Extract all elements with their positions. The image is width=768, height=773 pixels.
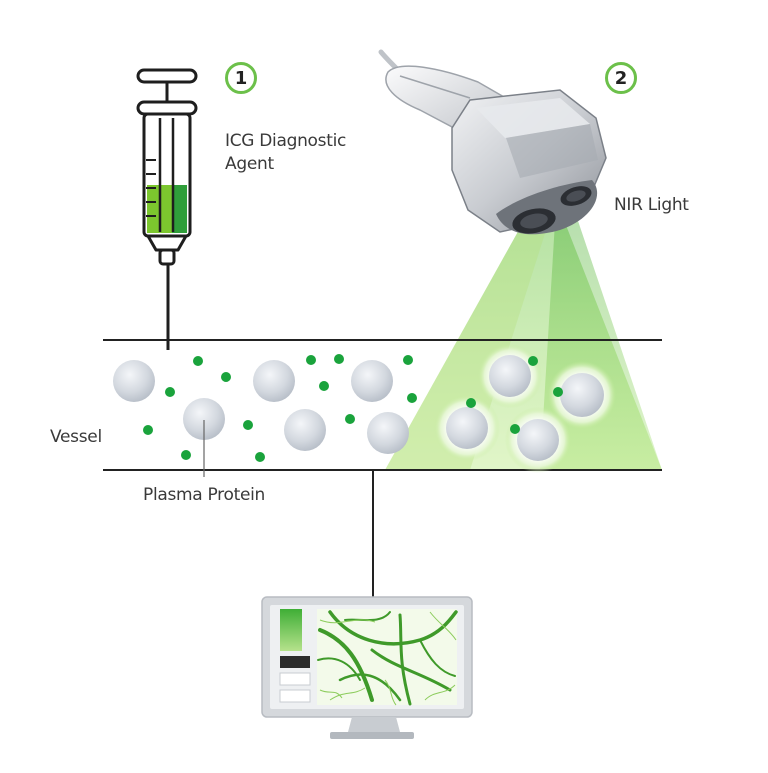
fluorescent-proteins (434, 344, 616, 473)
icg-agent-label-line1: ICG Diagnostic (225, 131, 347, 151)
step-2-badge: 2 (605, 62, 637, 94)
syringe-icon (136, 68, 198, 350)
icg-agent-label-line2: Agent (225, 154, 274, 174)
plasma-proteins (113, 360, 409, 454)
monitor-icon (261, 596, 473, 739)
nir-light-label: NIR Light (614, 195, 689, 215)
nir-camera-icon (378, 49, 607, 235)
plasma-protein-label: Plasma Protein (143, 485, 266, 505)
vessel-label: Vessel (50, 427, 102, 447)
icg-dye-particles (143, 354, 563, 462)
step-1-badge: 1 (225, 62, 257, 94)
